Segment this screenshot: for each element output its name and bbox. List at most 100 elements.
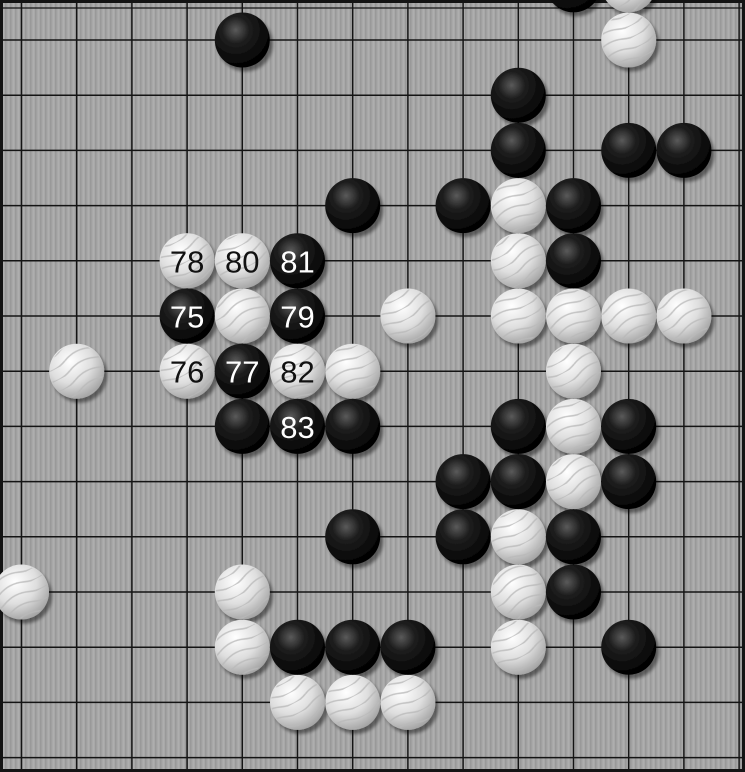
black-stone[interactable] xyxy=(215,13,270,68)
white-stone[interactable]: 78 xyxy=(160,233,215,288)
white-stone[interactable] xyxy=(546,344,601,399)
move-number: 79 xyxy=(280,300,314,335)
black-stone[interactable] xyxy=(601,454,656,509)
white-stone[interactable] xyxy=(546,454,601,509)
white-stone[interactable] xyxy=(215,565,270,620)
white-stone[interactable] xyxy=(325,675,380,730)
white-stone[interactable] xyxy=(49,344,104,399)
black-stone-body xyxy=(601,123,656,178)
white-stone[interactable]: 82 xyxy=(270,344,325,399)
white-stone-grain xyxy=(381,290,434,343)
black-stone-body xyxy=(546,178,601,233)
white-stone[interactable] xyxy=(546,399,601,454)
black-stone[interactable]: 79 xyxy=(270,289,325,344)
black-stone[interactable] xyxy=(491,399,546,454)
black-stone-body xyxy=(270,620,325,675)
white-stone-grain xyxy=(657,290,710,343)
black-stone-body xyxy=(491,454,546,509)
black-stone[interactable] xyxy=(270,620,325,675)
white-stone[interactable] xyxy=(546,289,601,344)
white-stone-grain xyxy=(602,290,655,343)
white-stone[interactable] xyxy=(601,289,656,344)
black-stone[interactable] xyxy=(546,509,601,564)
move-number: 80 xyxy=(225,244,259,279)
white-stone-grain xyxy=(50,345,103,398)
white-stone[interactable] xyxy=(325,344,380,399)
white-stone-grain xyxy=(492,179,545,232)
white-stone[interactable] xyxy=(380,675,435,730)
black-stone[interactable] xyxy=(546,233,601,288)
black-stone-body xyxy=(325,620,380,675)
black-stone[interactable] xyxy=(656,123,711,178)
black-stone[interactable] xyxy=(215,399,270,454)
black-stone[interactable] xyxy=(380,620,435,675)
white-stone[interactable] xyxy=(380,289,435,344)
black-stone-body xyxy=(546,233,601,288)
black-stone[interactable]: 75 xyxy=(160,289,215,344)
black-stone-body xyxy=(656,123,711,178)
white-stone-grain xyxy=(602,14,655,67)
white-stone-grain xyxy=(381,676,434,729)
white-stone-grain xyxy=(547,345,600,398)
black-stone[interactable] xyxy=(491,68,546,123)
white-stone[interactable] xyxy=(491,289,546,344)
black-stone[interactable]: 77 xyxy=(215,344,270,399)
black-stone[interactable] xyxy=(436,178,491,233)
black-stone[interactable] xyxy=(325,509,380,564)
move-number: 76 xyxy=(170,355,204,390)
black-stone-body xyxy=(325,399,380,454)
white-stone[interactable] xyxy=(601,13,656,68)
black-stone[interactable]: 81 xyxy=(270,233,325,288)
black-stone[interactable] xyxy=(546,565,601,620)
move-number: 78 xyxy=(170,244,204,279)
black-stone-body xyxy=(215,399,270,454)
black-stone-body xyxy=(436,178,491,233)
black-stone-body xyxy=(215,13,270,68)
black-stone[interactable] xyxy=(436,509,491,564)
black-stone-body xyxy=(380,620,435,675)
white-stone-grain xyxy=(216,621,269,674)
black-stone[interactable] xyxy=(601,620,656,675)
white-stone[interactable] xyxy=(491,620,546,675)
move-number: 83 xyxy=(280,410,314,445)
black-stone[interactable] xyxy=(601,123,656,178)
black-stone[interactable] xyxy=(491,123,546,178)
black-stone[interactable] xyxy=(436,454,491,509)
white-stone-grain xyxy=(492,290,545,343)
black-stone[interactable] xyxy=(546,178,601,233)
white-stone-grain xyxy=(216,566,269,619)
white-stone[interactable]: 76 xyxy=(160,344,215,399)
black-stone-body xyxy=(325,509,380,564)
black-stone-body xyxy=(491,68,546,123)
black-stone-body xyxy=(546,565,601,620)
black-stone-body xyxy=(491,123,546,178)
white-stone-grain xyxy=(271,676,324,729)
black-stone[interactable] xyxy=(601,399,656,454)
black-stone[interactable] xyxy=(491,454,546,509)
white-stone-grain xyxy=(326,676,379,729)
white-stone[interactable] xyxy=(491,233,546,288)
white-stone-grain xyxy=(547,455,600,508)
black-stone[interactable] xyxy=(325,399,380,454)
black-stone[interactable] xyxy=(325,178,380,233)
black-stone-body xyxy=(601,454,656,509)
move-number: 82 xyxy=(280,355,314,390)
white-stone[interactable] xyxy=(491,178,546,233)
white-stone[interactable] xyxy=(491,509,546,564)
white-stone[interactable]: 80 xyxy=(215,233,270,288)
white-stone[interactable] xyxy=(215,620,270,675)
move-number: 77 xyxy=(225,355,259,390)
black-stone-body xyxy=(491,399,546,454)
black-stone[interactable] xyxy=(325,620,380,675)
white-stone[interactable] xyxy=(215,289,270,344)
white-stone[interactable] xyxy=(656,289,711,344)
black-stone[interactable]: 83 xyxy=(270,399,325,454)
white-stone[interactable] xyxy=(270,675,325,730)
white-stone-grain xyxy=(547,400,600,453)
white-stone-grain xyxy=(492,621,545,674)
white-stone-grain xyxy=(326,345,379,398)
white-stone[interactable] xyxy=(491,565,546,620)
black-stone-body xyxy=(601,399,656,454)
